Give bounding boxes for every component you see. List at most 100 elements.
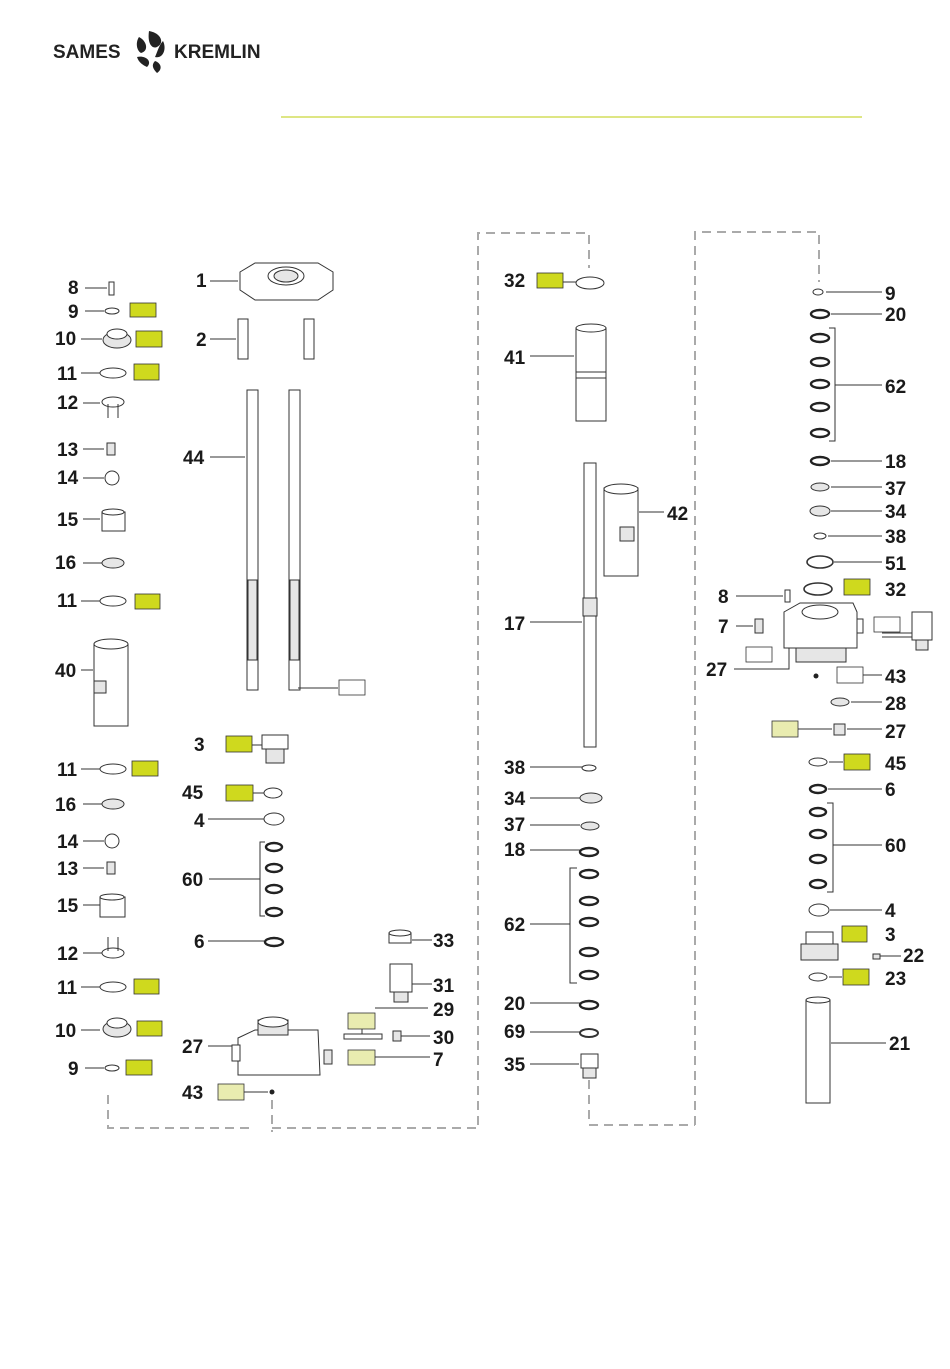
elbow-fitting-part — [393, 1031, 401, 1041]
callout-32: 32 — [885, 580, 906, 601]
part-code-box — [130, 303, 156, 317]
callout-30: 30 — [433, 1028, 454, 1049]
callout-41: 41 — [504, 348, 526, 369]
small-seal-part — [105, 1065, 119, 1071]
spring-part — [107, 862, 115, 874]
bottom-seal-part — [265, 938, 283, 946]
callout-15: 15 — [57, 510, 79, 531]
callout-3: 3 — [885, 925, 896, 946]
callout-62: 62 — [504, 915, 525, 936]
callout-7: 7 — [718, 617, 729, 638]
spring-part — [107, 443, 115, 455]
valve-body-part — [94, 639, 128, 726]
callout-9: 9 — [68, 1059, 79, 1080]
end-fitting-part — [581, 1054, 598, 1078]
top-flange-part — [240, 263, 333, 300]
callout-27: 27 — [182, 1037, 203, 1058]
filter-cartridge-part — [390, 964, 412, 1002]
part-code-box — [218, 1084, 244, 1100]
callout-34: 34 — [504, 789, 526, 810]
callout-42: 42 — [667, 504, 688, 525]
valve-seat-part — [103, 1018, 131, 1037]
ball-guide-part — [102, 937, 124, 958]
column-right-parts: 9 20 62 18 37 34 38 51 8 — [706, 284, 932, 1103]
part-code-box — [772, 721, 798, 737]
callout-14: 14 — [57, 468, 79, 489]
part-code-box — [837, 667, 863, 683]
callout-12: 12 — [57, 393, 78, 414]
o-ring-part — [100, 764, 126, 774]
callout-43: 43 — [182, 1083, 203, 1104]
callout-10: 10 — [55, 1021, 76, 1042]
motor-block-part — [604, 484, 638, 576]
packing-ring-part — [264, 813, 284, 825]
large-o-ring-part — [576, 277, 604, 289]
dashed-group-outlines — [108, 232, 819, 1132]
upper-housing-part — [784, 603, 863, 662]
callout-14: 14 — [57, 832, 79, 853]
packing-stack-part — [266, 843, 282, 916]
callout-22: 22 — [903, 946, 924, 967]
callout-29: 29 — [433, 1000, 454, 1021]
part-code-box — [842, 926, 867, 942]
callout-11: 11 — [57, 591, 78, 612]
part-code-box — [226, 785, 253, 801]
callout-9: 9 — [885, 284, 896, 305]
column-center-left-parts: 1 2 44 3 45 — [182, 263, 365, 1104]
sleeve-part — [102, 509, 125, 531]
valve-seat-part — [103, 329, 131, 348]
part-code-box — [844, 579, 870, 595]
callout-69: 69 — [504, 1022, 525, 1043]
part-code-box — [134, 979, 159, 994]
connector-rod-part — [344, 1034, 382, 1039]
callout-60: 60 — [885, 836, 906, 857]
ball-part — [105, 471, 119, 485]
callout-17: 17 — [504, 614, 525, 635]
callout-62: 62 — [885, 377, 906, 398]
callout-37: 37 — [885, 479, 906, 500]
callout-45: 45 — [182, 783, 204, 804]
callout-11: 11 — [57, 978, 78, 999]
o-ring-part — [100, 368, 126, 378]
callout-6: 6 — [194, 932, 205, 953]
callout-2: 2 — [196, 330, 207, 351]
brand-name-right: KREMLIN — [174, 42, 261, 63]
packing-stack-part — [810, 808, 826, 888]
pump-base-part — [232, 1017, 320, 1075]
callout-32: 32 — [504, 271, 525, 292]
callout-21: 21 — [889, 1034, 911, 1055]
callout-1: 1 — [196, 271, 207, 292]
sleeve-part — [100, 894, 125, 917]
callout-18: 18 — [885, 452, 906, 473]
part-code-box — [134, 364, 159, 380]
callout-7: 7 — [433, 1050, 444, 1071]
plug-fitting-part — [324, 1050, 332, 1064]
packing-stack-part — [580, 870, 598, 979]
part-code-box — [843, 969, 869, 985]
brand-name-left: SAMES — [53, 42, 121, 63]
part-code-box — [226, 736, 252, 752]
callout-6: 6 — [885, 780, 896, 801]
callout-3: 3 — [194, 735, 205, 756]
callout-45: 45 — [885, 754, 907, 775]
o-ring-part — [100, 596, 126, 606]
part-code-box — [339, 680, 365, 695]
cylinder-sleeve-part — [576, 324, 606, 421]
part-code-box — [537, 273, 563, 288]
callout-60: 60 — [182, 870, 203, 891]
column-center-parts: 32 41 17 42 38 34 37 — [504, 271, 688, 1078]
callout-37: 37 — [504, 815, 525, 836]
callout-33: 33 — [433, 931, 454, 952]
piston-rod-part — [583, 463, 597, 747]
callout-15: 15 — [57, 896, 79, 917]
callout-35: 35 — [504, 1055, 526, 1076]
column-left-parts: 8 9 10 11 12 13 14 15 — [55, 278, 162, 1080]
callout-20: 20 — [504, 994, 525, 1015]
callout-34: 34 — [885, 502, 907, 523]
plug-part — [270, 1090, 275, 1095]
callout-31: 31 — [433, 976, 455, 997]
callout-38: 38 — [885, 527, 906, 548]
part-code-box — [844, 754, 870, 770]
part-code-box — [348, 1050, 375, 1065]
